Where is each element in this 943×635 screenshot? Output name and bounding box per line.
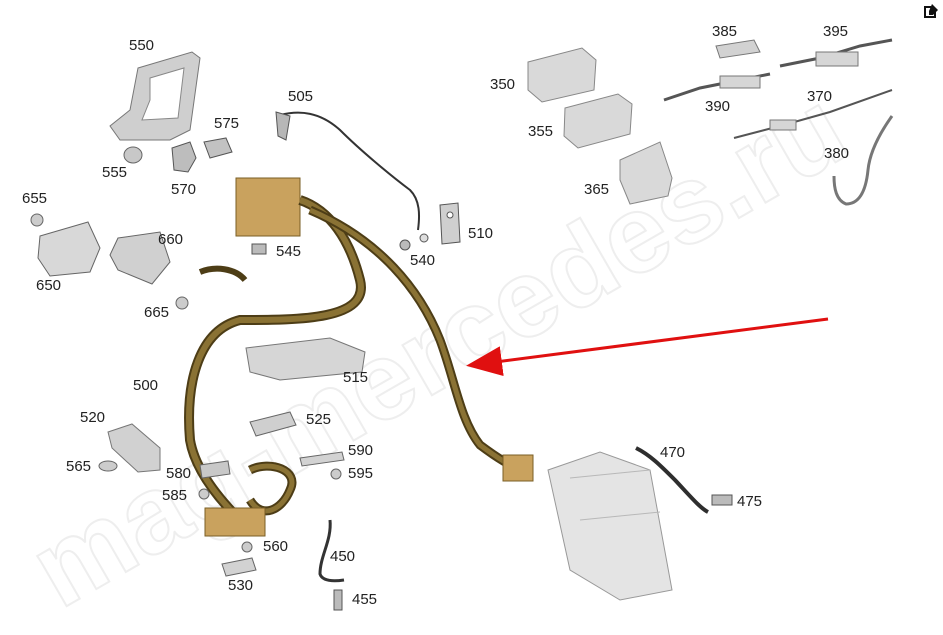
part-355-box[interactable] (563, 93, 633, 149)
callout-550[interactable]: 550 (129, 37, 155, 54)
part-455-screw[interactable] (333, 589, 343, 611)
part-470-cable[interactable] (635, 446, 710, 514)
callout-660[interactable]: 660 (158, 231, 184, 248)
part-580[interactable] (199, 460, 231, 479)
part-585[interactable] (198, 488, 210, 500)
part-500-harness[interactable] (184, 177, 534, 537)
callout-560[interactable]: 560 (263, 538, 289, 555)
callout-350[interactable]: 350 (490, 76, 516, 93)
part-505-cable[interactable] (275, 111, 420, 231)
part-550-frame[interactable] (109, 51, 201, 141)
part-450-cable[interactable] (318, 519, 345, 583)
callout-390[interactable]: 390 (705, 98, 731, 115)
callout-650[interactable]: 650 (36, 277, 62, 294)
callout-365[interactable]: 365 (584, 181, 610, 198)
part-395-cable[interactable] (779, 38, 893, 68)
part-370-cable[interactable] (733, 89, 893, 139)
part-385[interactable] (715, 39, 761, 59)
callout-510[interactable]: 510 (468, 225, 494, 242)
part-365-pouch[interactable] (619, 141, 673, 205)
callout-470[interactable]: 470 (660, 444, 686, 461)
callout-580[interactable]: 580 (166, 465, 192, 482)
callout-595[interactable]: 595 (348, 465, 374, 482)
callout-525[interactable]: 525 (306, 411, 332, 428)
callout-380[interactable]: 380 (824, 145, 850, 162)
part-665[interactable] (175, 296, 189, 310)
pointer-arrow (466, 317, 829, 377)
part-660-bracket[interactable] (109, 231, 171, 285)
part-540[interactable] (399, 233, 429, 251)
callout-355[interactable]: 355 (528, 123, 554, 140)
part-530[interactable] (221, 557, 257, 577)
callout-545[interactable]: 545 (276, 243, 302, 260)
callout-530[interactable]: 530 (228, 577, 254, 594)
callout-395[interactable]: 395 (823, 23, 849, 40)
battery-module[interactable] (547, 451, 673, 601)
part-515-shield[interactable] (245, 337, 366, 381)
callout-520[interactable]: 520 (80, 409, 106, 426)
part-560[interactable] (241, 541, 253, 553)
part-570[interactable] (171, 141, 197, 173)
callout-555[interactable]: 555 (102, 164, 128, 181)
part-590[interactable] (299, 451, 345, 467)
part-510-bracket[interactable] (439, 202, 461, 245)
part-595[interactable] (330, 468, 342, 480)
callout-655[interactable]: 655 (22, 190, 48, 207)
callout-590[interactable]: 590 (348, 442, 374, 459)
callout-515[interactable]: 515 (343, 369, 369, 386)
callout-455[interactable]: 455 (352, 591, 378, 608)
callout-475[interactable]: 475 (737, 493, 763, 510)
callout-500[interactable]: 500 (133, 377, 159, 394)
part-545-screw[interactable] (251, 243, 267, 255)
part-525-bracket[interactable] (249, 411, 297, 437)
callout-570[interactable]: 570 (171, 181, 197, 198)
callout-370[interactable]: 370 (807, 88, 833, 105)
part-655[interactable] (30, 213, 44, 227)
callout-450[interactable]: 450 (330, 548, 356, 565)
callout-385[interactable]: 385 (712, 23, 738, 40)
part-575[interactable] (203, 137, 233, 159)
part-350-box[interactable] (527, 47, 597, 103)
callout-585[interactable]: 585 (162, 487, 188, 504)
part-390-cable[interactable] (663, 72, 771, 102)
callout-565[interactable]: 565 (66, 458, 92, 475)
part-555[interactable] (123, 146, 143, 164)
part-565[interactable] (98, 460, 118, 472)
part-475-screw[interactable] (711, 494, 733, 506)
callout-540[interactable]: 540 (410, 252, 436, 269)
edit-icon[interactable] (922, 2, 940, 20)
part-380-cable[interactable] (832, 115, 894, 206)
part-520-cover[interactable] (107, 423, 161, 473)
callout-575[interactable]: 575 (214, 115, 240, 132)
part-650-module[interactable] (37, 221, 101, 277)
callout-505[interactable]: 505 (288, 88, 314, 105)
callout-665[interactable]: 665 (144, 304, 170, 321)
